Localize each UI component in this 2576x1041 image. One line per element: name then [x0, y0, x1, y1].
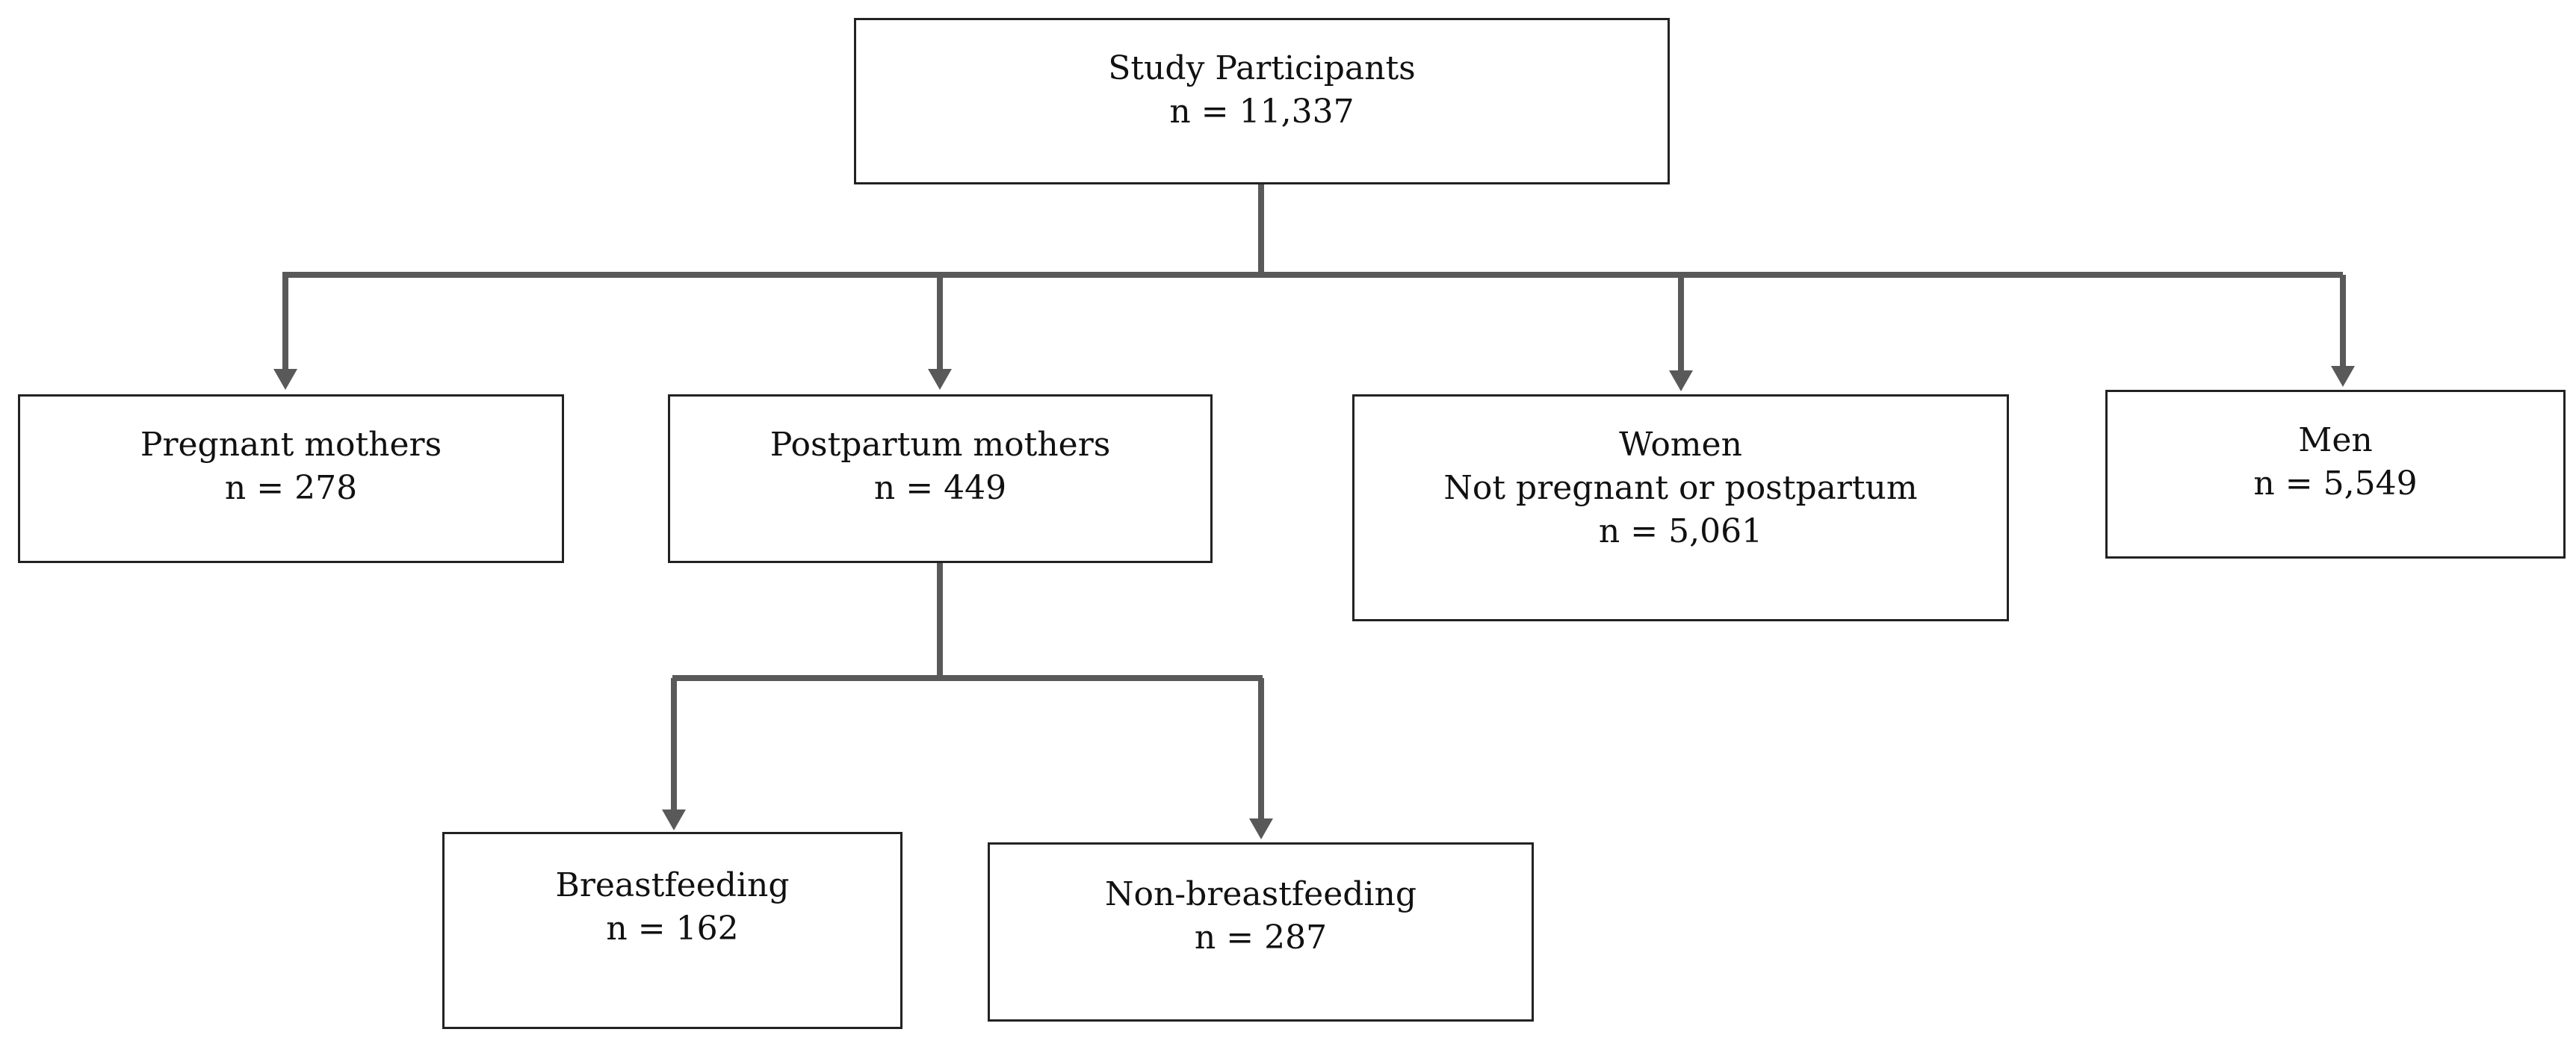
postpartum-mothers-title: Postpartum mothers: [770, 426, 1111, 464]
root-count: n = 11,337: [1169, 93, 1354, 131]
women-subtitle: Not pregnant or postpartum: [1443, 469, 1918, 507]
men-box: Men n = 5,549: [2105, 390, 2566, 559]
women-title: Women: [1619, 426, 1742, 464]
non-breastfeeding-box: Non-breastfeeding n = 287: [988, 842, 1534, 1022]
women-box: Women Not pregnant or postpartum n = 5,0…: [1352, 394, 2009, 621]
men-title: Men: [2298, 421, 2373, 459]
women-count: n = 5,061: [1598, 512, 1763, 550]
non-breastfeeding-title: Non-breastfeeding: [1104, 875, 1417, 913]
pregnant-mothers-box: Pregnant mothers n = 278: [18, 394, 564, 563]
arrowhead-women: [1669, 370, 1693, 391]
breastfeeding-count: n = 162: [606, 910, 739, 948]
arrowhead-pregnant: [273, 369, 297, 390]
non-breastfeeding-count: n = 287: [1194, 919, 1328, 957]
breastfeeding-title: Breastfeeding: [555, 866, 790, 904]
arrowhead-men: [2331, 366, 2355, 387]
postpartum-mothers-box: Postpartum mothers n = 449: [668, 394, 1213, 563]
men-count: n = 5,549: [2253, 464, 2418, 503]
breastfeeding-box: Breastfeeding n = 162: [442, 832, 902, 1029]
arrowhead-breastfeeding: [662, 810, 686, 830]
pregnant-mothers-count: n = 278: [224, 469, 358, 507]
root-title: Study Participants: [1108, 49, 1416, 87]
root-box: Study Participants n = 11,337: [854, 18, 1670, 184]
pregnant-mothers-title: Pregnant mothers: [140, 426, 442, 464]
postpartum-mothers-count: n = 449: [873, 469, 1007, 507]
arrowhead-non-breastfeeding: [1249, 818, 1273, 839]
arrowhead-postpartum: [928, 369, 952, 390]
